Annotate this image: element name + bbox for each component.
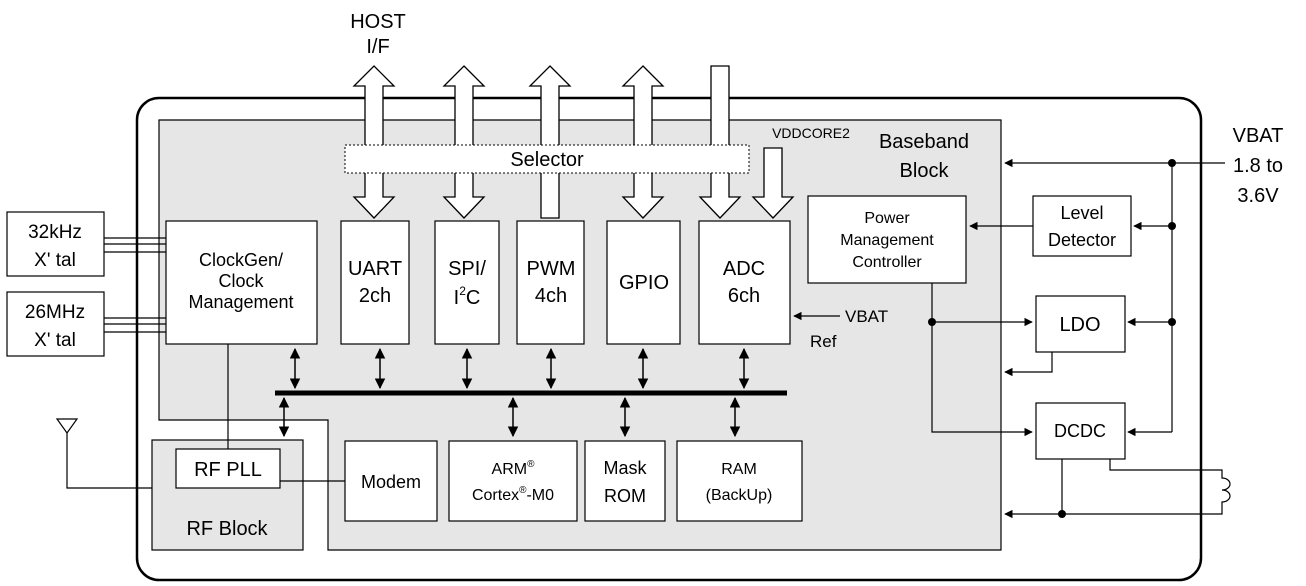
pmc-label-3: Controller <box>852 254 922 271</box>
dcdc-box <box>1035 402 1126 460</box>
arm-label-1: ARM® <box>492 459 536 478</box>
ldo-box <box>1035 295 1126 353</box>
ram-box <box>676 440 803 522</box>
dcdc-label: DCDC <box>1054 421 1106 441</box>
spi-label-1: SPI/ <box>448 258 486 280</box>
arm-label-2: Cortex®-M0 <box>472 485 554 504</box>
selector-label: Selector <box>510 149 584 171</box>
xtal32-label-1: 32kHz <box>28 222 82 243</box>
power-wiring <box>931 158 1231 519</box>
host-if-arrows <box>352 65 795 219</box>
pmc-box <box>807 195 967 284</box>
clockgen-box <box>165 220 318 345</box>
spi-box <box>434 220 500 345</box>
ldo-label: LDO <box>1059 314 1100 336</box>
modem-box <box>344 440 438 522</box>
clockgen-label-1: ClockGen/ <box>199 250 283 270</box>
host-if-label-1: HOST <box>350 11 406 33</box>
level-detector-box <box>1032 195 1132 257</box>
xtal32-box <box>6 211 105 277</box>
level-detector-label-1: Level <box>1060 203 1103 223</box>
pwm-box <box>516 220 585 345</box>
host-if-label-2: I/F <box>366 36 389 58</box>
bus-arrows <box>278 347 750 438</box>
pmc-label-2: Management <box>840 232 934 249</box>
ram-label-2: (BackUp) <box>706 487 773 504</box>
mask-rom-box <box>584 440 666 522</box>
selector-box <box>344 144 750 174</box>
gpio-box <box>606 220 681 345</box>
xtal26-box <box>6 291 105 357</box>
adc-vbat-label: VBAT <box>845 307 888 326</box>
arm-box <box>448 440 578 522</box>
uart-label-1: UART <box>348 258 402 280</box>
spi-label-2: I2C <box>454 284 481 309</box>
uart-label-2: 2ch <box>359 285 391 307</box>
vbat-label-1: VBAT <box>1233 125 1284 147</box>
xtal26-label-2: X' tal <box>34 330 76 351</box>
baseband-label-1: Baseband <box>879 131 969 153</box>
clockgen-label-3: Management <box>188 292 293 312</box>
rf-pll-box <box>175 448 281 489</box>
antenna-icon <box>55 418 152 489</box>
level-detector-label-2: Detector <box>1048 230 1116 250</box>
mask-rom-label-1: Mask <box>603 458 647 478</box>
rf-pll-label: RF PLL <box>194 459 262 481</box>
adc-ref-label: Ref <box>810 332 837 351</box>
vbat-label-3: 3.6V <box>1237 185 1279 207</box>
vbat-label-2: 1.8 to <box>1233 155 1283 177</box>
adc-label-1: ADC <box>723 258 765 280</box>
rf-block-label: RF Block <box>186 518 268 540</box>
xtal32-label-2: X' tal <box>34 250 76 271</box>
adc-box <box>698 220 791 345</box>
baseband-label-2: Block <box>900 160 950 182</box>
modem-label: Modem <box>361 472 421 492</box>
adc-label-2: 6ch <box>728 285 760 307</box>
xtal-lines <box>104 237 166 333</box>
vddcore2-label: VDDCORE2 <box>772 125 850 141</box>
gpio-label: GPIO <box>619 272 669 294</box>
xtal26-label-1: 26MHz <box>25 302 85 323</box>
ram-label-1: RAM <box>721 461 757 478</box>
clockgen-label-2: Clock <box>218 271 264 291</box>
junction-dots <box>928 159 1176 518</box>
pmc-label-1: Power <box>864 210 910 227</box>
mask-rom-label-2: ROM <box>604 486 646 506</box>
pwm-label-2: 4ch <box>535 285 567 307</box>
pwm-label-1: PWM <box>527 258 576 280</box>
uart-box <box>340 220 410 345</box>
